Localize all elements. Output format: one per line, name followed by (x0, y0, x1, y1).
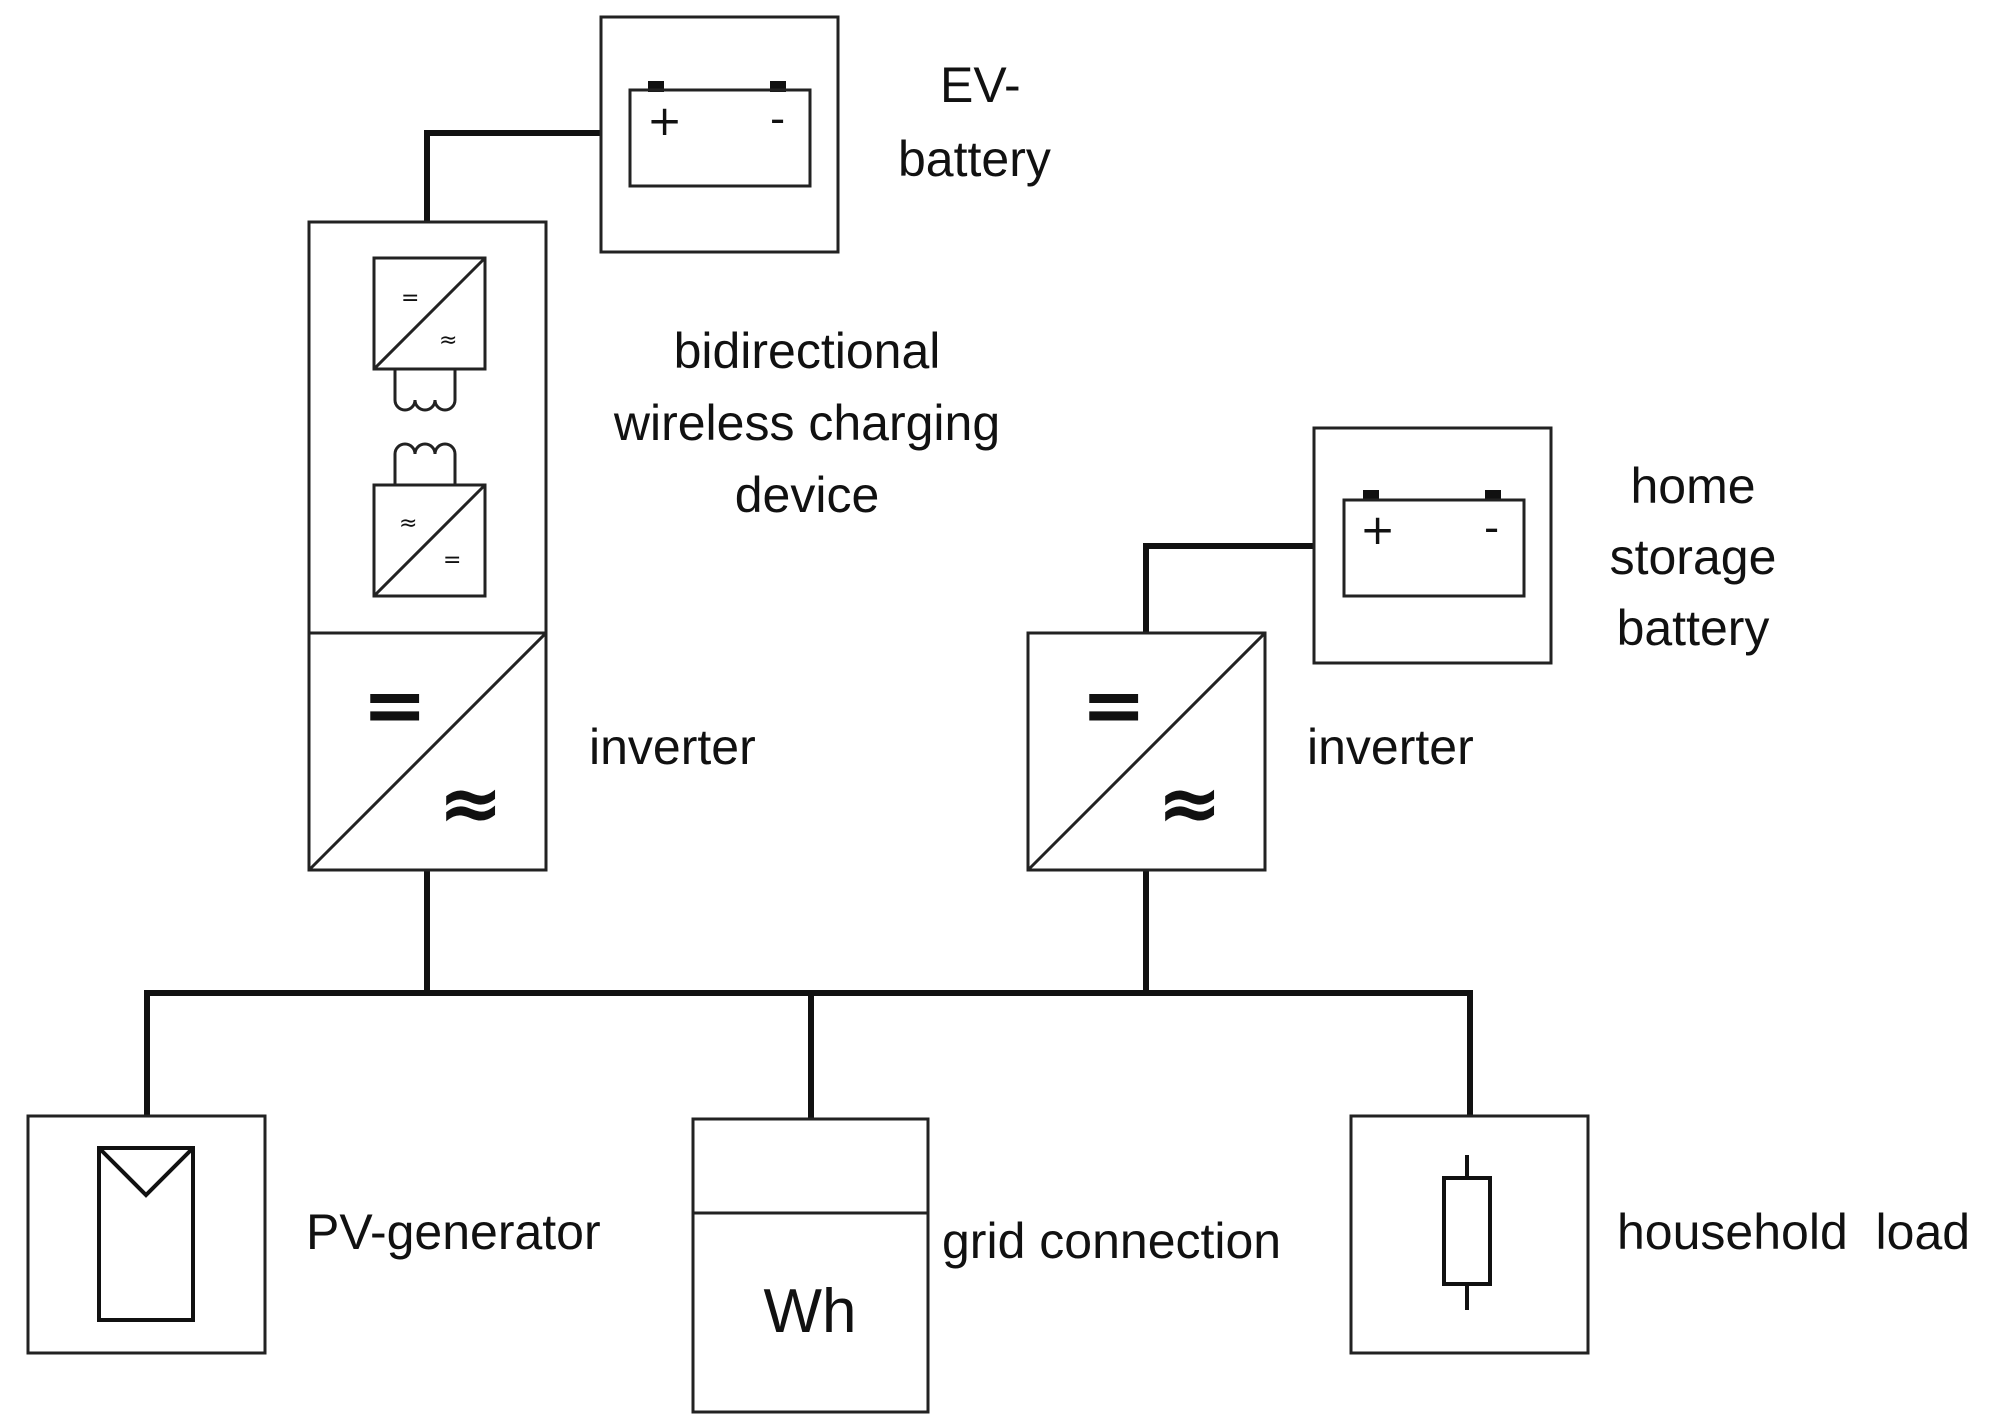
battery-minus-sign: - (1484, 503, 1499, 552)
household-load-unit (1349, 1114, 1590, 1355)
ev-battery-label-line2: battery (898, 131, 1051, 187)
left-inverter: = ≈ (307, 631, 548, 872)
wire-home-battery (1143, 543, 1314, 633)
home-storage-label-line1: home (1630, 458, 1755, 514)
wire-ev-battery (424, 130, 601, 222)
lower-converter-icon: ≈ = (372, 483, 487, 598)
grid-connection-label: grid connection (942, 1213, 1281, 1269)
ev-battery-box (599, 15, 840, 254)
battery-icon: + - (628, 81, 812, 188)
wireless-label-line3: device (735, 467, 880, 523)
pv-generator-unit (26, 1114, 267, 1355)
home-storage-label-line3: battery (1617, 600, 1770, 656)
svg-text:=: = (401, 286, 419, 311)
battery-minus-sign: - (770, 94, 785, 143)
pv-generator-label: PV-generator (306, 1204, 601, 1260)
battery-plus-sign: + (647, 96, 682, 145)
svg-text:=: = (443, 548, 461, 573)
upper-converter-icon: = ≈ (372, 256, 487, 371)
resistor-icon (1442, 1155, 1492, 1310)
wires (144, 130, 1473, 1119)
household-load-box (1349, 1114, 1590, 1355)
inverter-right-label: inverter (1307, 719, 1474, 775)
wireless-label-line2: wireless charging (613, 395, 1000, 451)
home-battery-box (1312, 426, 1553, 665)
battery-icon: + - (1342, 490, 1526, 598)
battery-plus-sign: + (1360, 505, 1395, 554)
ac-symbol: ≈ (1157, 759, 1222, 849)
inverter-left-label: inverter (589, 719, 756, 775)
svg-text:≈: ≈ (399, 511, 417, 536)
grid-meter-box (691, 1117, 930, 1414)
grid-connection-unit: Wh (691, 1117, 930, 1414)
right-inverter: = ≈ (1026, 631, 1267, 872)
wireless-device-box (307, 220, 548, 635)
dc-symbol: = (362, 661, 427, 751)
ev-battery-unit: + - (599, 15, 840, 254)
pv-generator-box (26, 1114, 267, 1355)
home-storage-battery-unit: + - (1312, 426, 1553, 665)
dc-symbol: = (1081, 661, 1146, 751)
wireless-label-line1: bidirectional (674, 323, 941, 379)
household-load-label: household load (1617, 1204, 1970, 1260)
svg-text:≈: ≈ (439, 328, 457, 353)
wireless-charging-device: = ≈ ≈ = (307, 220, 548, 635)
ev-battery-label-line1: EV- (940, 57, 1021, 113)
ac-symbol: ≈ (438, 759, 503, 849)
solar-panel-icon (97, 1146, 195, 1322)
watt-hour-meter-label: Wh (764, 1277, 857, 1346)
coil-icon (393, 369, 457, 485)
home-storage-label-line2: storage (1610, 529, 1777, 585)
